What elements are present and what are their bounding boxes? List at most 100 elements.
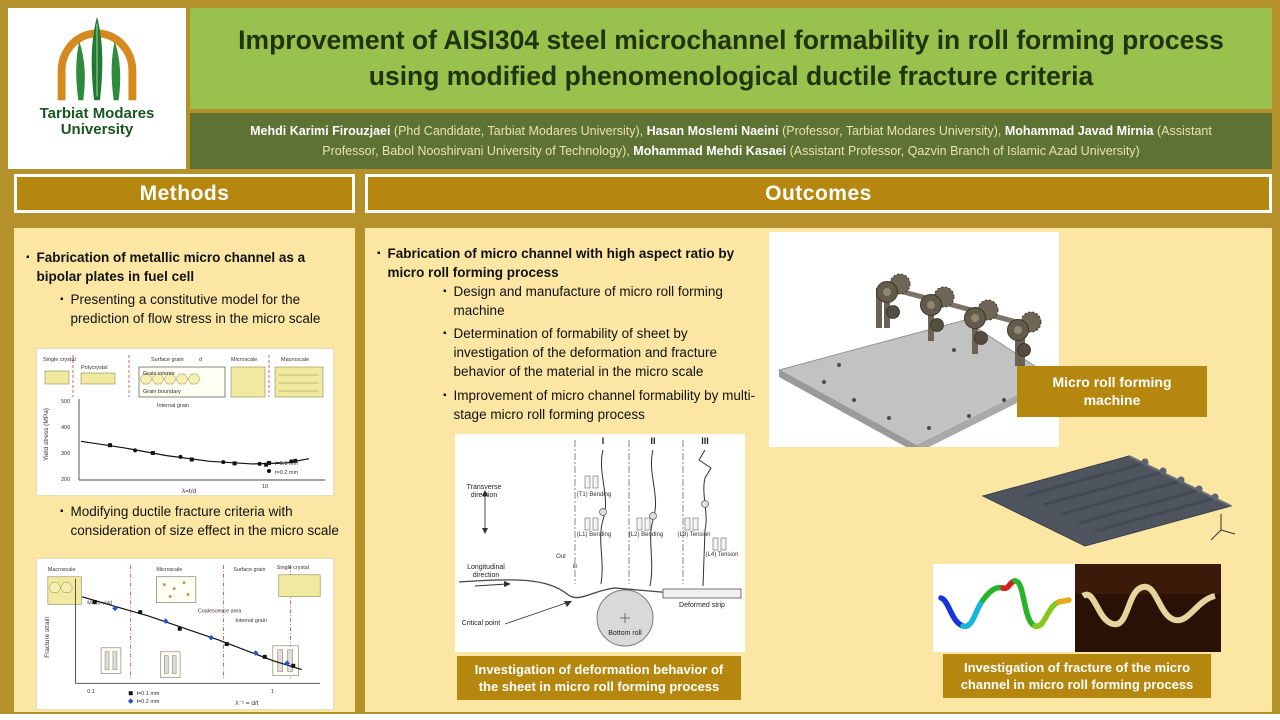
axis-triad-icon	[1210, 514, 1236, 541]
flow-stress-chart: Single crystal Polycrystal Surface grain…	[36, 348, 334, 496]
transverse-direction-label: Transverse direction	[466, 484, 502, 500]
outcomes-bullet-text: Fabrication of micro channel with high a…	[387, 246, 735, 281]
university-logo-icon	[57, 16, 137, 101]
fracture-chart-insets	[47, 564, 321, 680]
author-name: Hasan Moslemi Naeini	[646, 124, 779, 138]
outcomes-section-title: Outcomes	[368, 177, 1269, 210]
fracture-chart-inset-labels: Macroscale Micro void Microscale Coalesc…	[48, 565, 309, 624]
op-label: (L1) Bending	[576, 532, 612, 538]
fracture-chart-axes: 0.1 1 λ⁻¹ = d/t Fracture strain	[44, 578, 321, 707]
channel-grooves	[1024, 461, 1216, 533]
bullet-icon	[443, 386, 447, 424]
label-microscale: Microscale	[231, 357, 257, 363]
fracture-strain-chart-svg: Macroscale Micro void Microscale Coalesc…	[44, 564, 321, 707]
methods-bullet: Fabrication of metallic micro channel as…	[26, 248, 346, 286]
methods-sub-bullet: Modifying ductile fracture criteria with…	[60, 502, 342, 540]
label-single-crystal: Single crystal	[43, 357, 76, 363]
flow-chart-inset-labels: Single crystal Polycrystal Surface grain…	[43, 357, 309, 409]
outcomes-panel: Fabrication of micro channel with high a…	[365, 228, 1272, 712]
label-d: d	[199, 357, 202, 363]
fracture-simulation-svg	[933, 564, 1221, 652]
methods-panel: Fabrication of metallic micro channel as…	[14, 228, 355, 712]
corrugation-ridges	[1141, 458, 1219, 501]
bullet-icon	[443, 324, 447, 381]
machine-photo-svg	[769, 232, 1059, 453]
stage-label: I	[601, 436, 605, 446]
poster-title: Improvement of AISI304 steel microchanne…	[190, 8, 1272, 109]
op-label: (T1) Bending	[576, 492, 612, 498]
label-macroscale: Macroscale	[281, 357, 309, 363]
methods-sub-bullet-text: Presenting a constitutive model for the …	[70, 292, 321, 327]
authors-text: Mehdi Karimi Firouzjaei (Phd Candidate, …	[224, 121, 1238, 161]
outcomes-sub-bullet: Determination of formability of sheet by…	[443, 324, 765, 381]
x-axis-label: λ⁻¹ = d/t	[235, 700, 258, 707]
fem-strain-curve	[938, 578, 1072, 629]
methods-section-title: Methods	[17, 177, 352, 210]
y-axis-label: Fracture strain	[44, 616, 51, 658]
label-grain-interior: Grain interior	[143, 371, 175, 377]
bottom-roll-label: Bottom roll	[608, 630, 642, 637]
outcomes-sub-bullet-text: Determination of formability of sheet by…	[453, 326, 717, 380]
xtick: 1	[271, 689, 274, 695]
methods-bullet-text: Fabrication of metallic micro channel as…	[36, 250, 306, 285]
deformation-diagram: I II III Transverse direction Longitudin…	[455, 434, 745, 652]
label-grain-boundary: Grain boundary	[143, 389, 181, 395]
bullet-icon	[60, 290, 64, 328]
deformation-diagram-svg	[458, 440, 742, 647]
fracture-caption: Investigation of fracture of the micro c…	[943, 654, 1211, 699]
methods-header-strip: Methods	[14, 174, 355, 213]
deformed-strip-label: Deformed strip	[679, 602, 725, 609]
op-label: (L3) Tension	[677, 532, 711, 538]
university-name-line2: University	[60, 121, 134, 139]
outcomes-bullet: Fabrication of micro channel with high a…	[377, 244, 757, 282]
poster-title-line2: using modified phenomenological ductile …	[368, 60, 1094, 91]
legend-entry: t=0.2 mm	[275, 470, 298, 476]
op-label: (L4) Tension	[705, 552, 739, 558]
label-surface-grain: Surface grain	[233, 567, 265, 573]
flow-stress-chart-svg: Single crystal Polycrystal Surface grain…	[43, 355, 325, 495]
bullet-icon	[377, 244, 381, 282]
poster-title-line1: Improvement of AISI304 steel microchanne…	[238, 24, 1224, 55]
formed-sheet-svg	[981, 455, 1236, 547]
xtick: 0.1	[87, 689, 95, 695]
legend-entry: t=0.1 mm	[275, 461, 298, 467]
ytick: 400	[61, 425, 70, 431]
machine-photo	[769, 232, 1059, 453]
author-name: Mehdi Karimi Firouzjaei	[250, 124, 391, 138]
methods-sub-bullet: Presenting a constitutive model for the …	[60, 290, 342, 328]
ytick: 300	[61, 451, 70, 457]
in-label: In	[572, 564, 578, 570]
author-affiliation: (Assistant Professor, Qazvin Branch of I…	[786, 144, 1140, 158]
fracture-simulation-figure	[933, 564, 1221, 652]
deformation-caption: Investigation of deformation behavior of…	[457, 656, 741, 701]
university-name-line1: Tarbiat Modares	[39, 105, 155, 122]
bullet-icon	[443, 282, 447, 320]
op-label: (L2) Bending	[628, 532, 664, 538]
fracture-chart-legend: t=0.1 mm t=0.2 mm	[127, 691, 160, 705]
label-internal-grain: Internal grain	[235, 618, 267, 624]
x-axis-label: λ=t/d	[182, 488, 197, 495]
micrograph-channel-profile	[1081, 584, 1216, 628]
label-micro-void: Micro void	[87, 600, 112, 606]
outcomes-sub-bullet-text: Design and manufacture of micro roll for…	[453, 284, 723, 319]
bullet-icon	[26, 248, 30, 286]
stage-label: II	[650, 436, 656, 446]
legend-entry: t=0.2 mm	[137, 699, 160, 705]
flow-chart-points	[80, 440, 310, 467]
legend-entry: t=0.1 mm	[137, 691, 160, 697]
bottom-white-strip	[0, 714, 1280, 720]
author-affiliation: (Professor, Tarbiat Modares University),	[778, 124, 1005, 138]
stage-label: III	[701, 436, 709, 446]
bolt-holes	[822, 348, 1006, 430]
xtick: 10	[262, 484, 268, 490]
critical-point-label: Critical point	[461, 620, 501, 627]
fracture-strain-chart: Macroscale Micro void Microscale Coalesc…	[36, 558, 334, 710]
university-name: Tarbiat Modares University	[39, 105, 155, 139]
formed-sheet-render	[977, 450, 1239, 564]
outcomes-header-strip: Outcomes	[365, 174, 1272, 213]
authors-band: Mehdi Karimi Firouzjaei (Phd Candidate, …	[190, 113, 1272, 169]
outcomes-sub-bullet-text: Improvement of micro channel formability…	[453, 388, 756, 423]
roll-stations	[876, 273, 1042, 366]
outcomes-sub-bullet: Design and manufacture of micro roll for…	[443, 282, 765, 320]
